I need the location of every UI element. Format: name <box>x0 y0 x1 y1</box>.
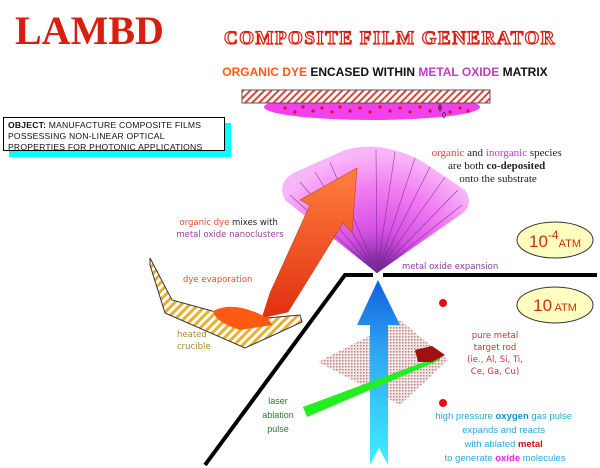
oxygen-pulse-arrow <box>357 280 400 465</box>
mixes-text: organic dye mixes with metal oxide nanoc… <box>176 218 284 240</box>
svg-text:10 ATM: 10 ATM <box>533 296 577 315</box>
pressure-high-badge: 10 ATM <box>516 286 594 324</box>
expansion-label: metal oxide expansion <box>402 262 498 272</box>
metal-oxide-plume <box>282 146 469 273</box>
dye-pool <box>213 306 272 330</box>
substrate <box>241 89 491 104</box>
subtitle: ORGANIC DYE ENCASED WITHIN METAL OXIDE M… <box>222 65 547 79</box>
object-text: MANUFACTURE COMPOSITE FILMS POSSESSING N… <box>8 120 203 152</box>
particle-dot <box>439 299 447 307</box>
oxygen-text: high pressure oxygen gas pulse expands a… <box>435 411 574 464</box>
film-particles <box>283 105 470 114</box>
object-label: OBJECT: <box>8 120 47 130</box>
laser-beam <box>303 356 440 417</box>
particle-dot <box>439 399 447 407</box>
evaporation-label: dye evaporation <box>183 275 252 285</box>
target-rod <box>415 346 445 362</box>
chamber-wall <box>203 273 373 467</box>
logo: LAMBD <box>15 8 164 53</box>
pressure-low-badge: 10-4ATM <box>516 221 594 259</box>
codeposit-text: organic and inorganic species are both c… <box>432 147 565 185</box>
title: COMPOSITE FILM GENERATOR <box>224 28 556 49</box>
molecule-icon <box>438 103 446 119</box>
svg-text:10-4ATM: 10-4ATM <box>529 228 581 251</box>
object-box: OBJECT: MANUFACTURE COMPOSITE FILMS POSS… <box>3 117 225 152</box>
dye-arrow <box>261 167 358 319</box>
